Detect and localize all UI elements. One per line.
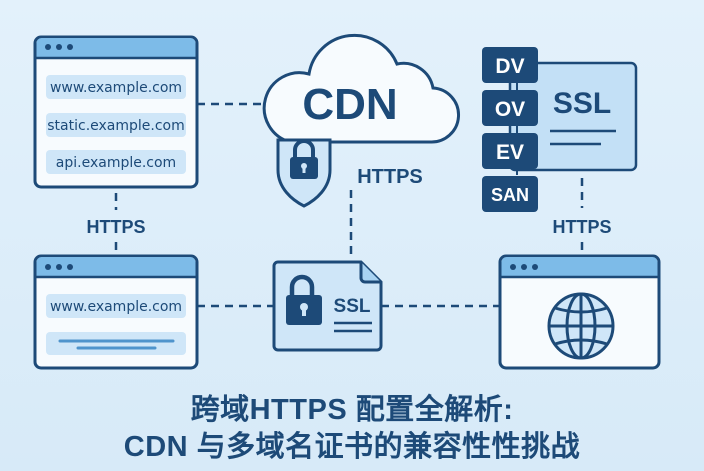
browser-window-single-domain: www.example.com xyxy=(33,254,199,370)
title-line-2: CDN 与多域名证书的兼容性性挑战 xyxy=(123,431,581,463)
cert-type-badges: DV OV EV SAN xyxy=(482,47,538,212)
domain-text: www.example.com xyxy=(50,299,182,315)
certificate-types-card: SSL DV OV EV SAN xyxy=(482,47,638,212)
browser-window-globe xyxy=(498,254,661,370)
domain-pill xyxy=(46,150,186,174)
https-label: HTTPS xyxy=(552,217,611,237)
cert-type-ov: OV xyxy=(495,98,525,121)
domain-text: api.example.com xyxy=(56,155,176,171)
domain-text: www.example.com xyxy=(50,80,182,96)
domain-pill xyxy=(46,113,186,137)
window-dots-icon xyxy=(510,264,538,270)
window-dots-icon xyxy=(45,264,73,270)
window-dots-icon xyxy=(45,44,73,50)
globe-icon xyxy=(547,292,615,360)
ssl-certificate-document: SSL xyxy=(272,260,383,352)
cdn-label: CDN xyxy=(302,80,397,129)
domain-pill xyxy=(46,294,186,318)
cert-type-dv: DV xyxy=(495,55,524,78)
cert-type-san: SAN xyxy=(491,185,529,205)
connectors xyxy=(114,102,584,308)
browser-window-multi-domain: www.example.com static.example.com api.e… xyxy=(33,35,199,189)
domain-text: static.example.com xyxy=(47,118,185,134)
domain-pill xyxy=(46,75,186,99)
https-label: HTTPS xyxy=(357,166,423,188)
title-line-1: 跨域HTTPS 配置全解析: xyxy=(190,394,514,426)
ssl-doc-label: SSL xyxy=(334,296,371,317)
lock-icon xyxy=(286,274,322,325)
cdn-cloud: CDN xyxy=(262,33,460,144)
shield-lock-icon xyxy=(276,138,332,208)
https-label: HTTPS xyxy=(86,217,145,237)
ssl-card-label: SSL xyxy=(553,87,611,120)
cert-type-ev: EV xyxy=(496,141,524,164)
content-placeholder xyxy=(46,332,186,355)
